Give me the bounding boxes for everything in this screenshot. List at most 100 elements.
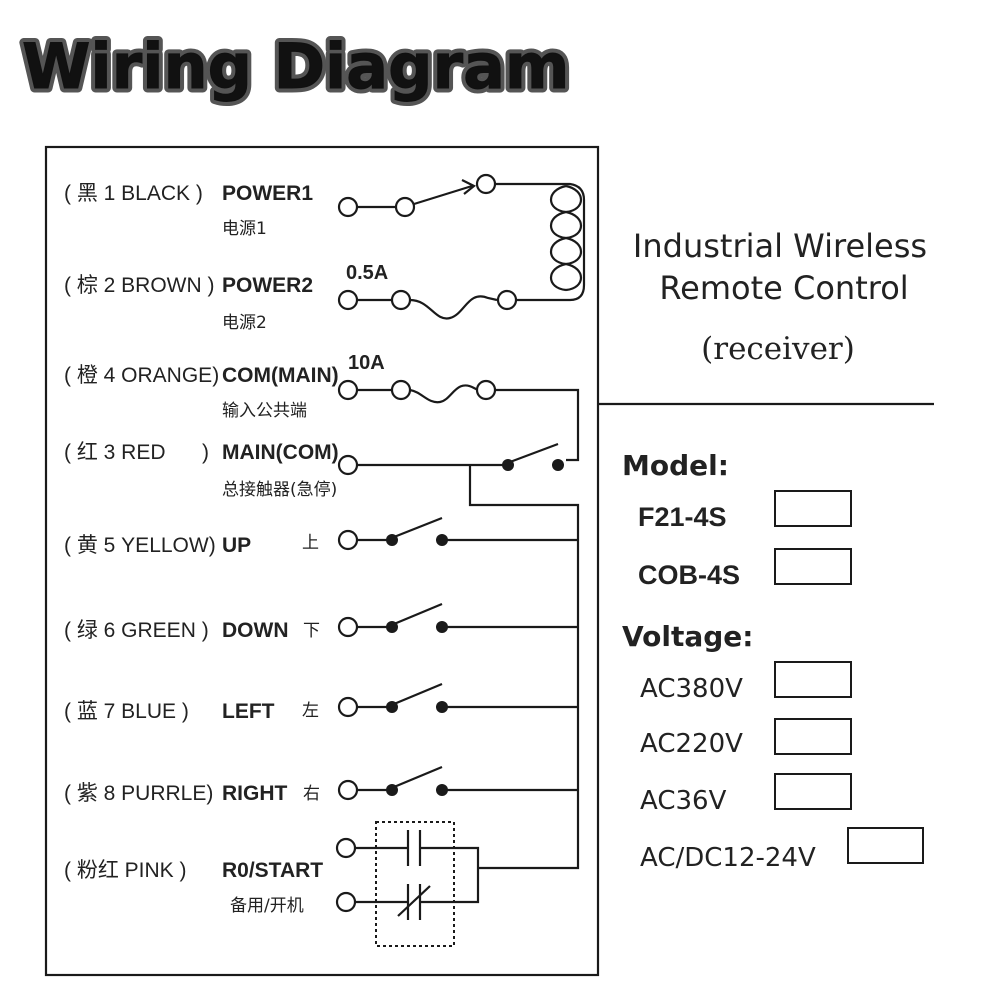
relay-coil-back — [549, 184, 567, 292]
fuse-rating-power: 0.5A — [346, 262, 388, 284]
right-switch-arm — [393, 765, 443, 789]
wire-label-purple: ( 紫 8 PURRLE) — [64, 782, 213, 805]
model-option-f21: F21-4S — [638, 502, 727, 532]
wire-label-green: ( 绿 6 GREEN ) — [64, 619, 209, 642]
page-title: Wiring Diagram Wiring Diagram — [18, 26, 575, 108]
com-to-main-switch — [496, 388, 580, 462]
main-fuse — [409, 384, 479, 404]
device-subtitle: (receiver) — [701, 331, 855, 367]
term-left-cn: 左 — [302, 701, 319, 721]
term-r0-start: R0/START — [222, 859, 323, 882]
voltage-option-36: AC36V — [640, 786, 727, 816]
main-contact-dot-a — [502, 459, 514, 471]
wire-label-blue: ( 蓝 7 BLUE ) — [64, 700, 189, 723]
term-power1-cn: 电源1 — [222, 219, 267, 239]
down-contact-dot-b — [436, 621, 448, 633]
term-up: UP — [222, 534, 251, 557]
model-checkbox-f21[interactable] — [774, 490, 852, 527]
wire-label-yellow: ( 黄 5 YELLOW) — [64, 534, 216, 557]
term-right-cn: 右 — [303, 784, 320, 804]
left-switch-arm — [393, 682, 443, 706]
terminals — [335, 173, 518, 913]
term-com-main-cn: 输入公共端 — [222, 401, 307, 421]
voltage-option-dc: AC/DC12-24V — [640, 843, 816, 873]
right-contact-dot-b — [436, 784, 448, 796]
wire-label-red-end: ) — [202, 441, 209, 464]
voltage-checkbox-220[interactable] — [774, 718, 852, 755]
device-title-line2: Remote Control — [659, 269, 908, 307]
relay-coil — [565, 184, 583, 292]
main-contact-dot-b — [552, 459, 564, 471]
device-heading: Industrial Wireless Remote Control (rece… — [633, 227, 927, 367]
term-r0-start-cn: 备用/开机 — [230, 896, 304, 916]
spec-panel: Model: F21-4S COB-4S Voltage: AC380V AC2… — [622, 449, 924, 873]
term-com-main: COM(MAIN) — [222, 364, 339, 387]
voltage-option-220: AC220V — [640, 729, 743, 759]
device-title-line1: Industrial Wireless — [633, 227, 927, 265]
terminal-power1-switch — [394, 196, 416, 218]
terminal-main-fuse-out — [475, 379, 497, 401]
circuit — [356, 179, 586, 947]
receiver-frame — [44, 145, 600, 977]
left-contact-dot-b — [436, 701, 448, 713]
wire-label-orange: ( 橙 4 ORANGE) — [64, 364, 219, 387]
terminal-start-nc — [335, 891, 357, 913]
coil-loop-wire — [496, 182, 586, 302]
common-bus — [468, 465, 580, 870]
model-label: Model: — [622, 449, 729, 482]
power1-switch-arrow — [461, 179, 477, 195]
model-checkbox-cob[interactable] — [774, 548, 852, 585]
term-main-com: MAIN(COM) — [222, 441, 339, 464]
start-contact-link — [420, 846, 480, 904]
fuse-rating-main: 10A — [348, 352, 385, 374]
up-switch-arm — [393, 516, 443, 539]
term-power1: POWER1 — [222, 182, 313, 205]
voltage-checkbox-dc[interactable] — [847, 827, 924, 864]
term-down: DOWN — [222, 619, 289, 642]
wire-label-brown: ( 棕 2 BROWN ) — [64, 274, 215, 297]
contact-dots — [386, 459, 564, 796]
power1-switch-arm — [413, 184, 473, 206]
power2-fuse — [409, 295, 498, 320]
terminal-down — [337, 616, 359, 638]
terminal-main-fuse-in — [390, 379, 412, 401]
voltage-checkbox-36[interactable] — [774, 773, 852, 810]
left-contact-dot-a — [386, 701, 398, 713]
term-right: RIGHT — [222, 782, 288, 805]
term-up-cn: 上 — [302, 533, 319, 553]
term-power2-cn: 电源2 — [222, 313, 267, 333]
terminal-up — [337, 529, 359, 551]
voltage-checkbox-380[interactable] — [774, 661, 852, 698]
up-contact-dot-a — [386, 534, 398, 546]
term-down-cn: 下 — [303, 621, 320, 641]
wire-labels: ( 黑 1 BLACK ) ( 棕 2 BROWN ) ( 橙 4 ORANGE… — [64, 182, 219, 882]
terminal-start-no — [335, 837, 357, 859]
main-switch-arm — [509, 442, 559, 464]
model-option-cob: COB-4S — [638, 560, 740, 590]
terminal-relay-contact — [475, 173, 497, 195]
terminal-left — [337, 696, 359, 718]
up-contact-dot-b — [436, 534, 448, 546]
voltage-label: Voltage: — [622, 620, 753, 653]
wire-label-pink: ( 粉红 PINK ) — [64, 859, 187, 882]
term-main-com-cn: 总接触器(急停) — [222, 480, 337, 500]
start-contact-box — [375, 821, 455, 947]
down-switch-arm — [393, 602, 443, 626]
terminal-power1 — [337, 196, 359, 218]
wire-label-red: ( 红 3 RED — [64, 441, 166, 464]
term-power2: POWER2 — [222, 274, 313, 297]
terminal-main-com — [337, 454, 359, 476]
terminal-power2-fuse-in — [390, 289, 412, 311]
down-contact-dot-a — [386, 621, 398, 633]
start-nc-slash — [397, 885, 431, 917]
title-text: Wiring Diagram — [22, 30, 570, 103]
right-contact-dot-a — [386, 784, 398, 796]
title-outline: Wiring Diagram — [22, 30, 570, 103]
wire-label-black: ( 黑 1 BLACK ) — [64, 182, 203, 205]
terminal-power2 — [337, 289, 359, 311]
terminal-labels: POWER1 电源1 POWER2 电源2 COM(MAIN) 输入公共端 MA… — [222, 182, 339, 916]
terminal-power2-fuse-out — [496, 289, 518, 311]
voltage-option-380: AC380V — [640, 674, 743, 704]
